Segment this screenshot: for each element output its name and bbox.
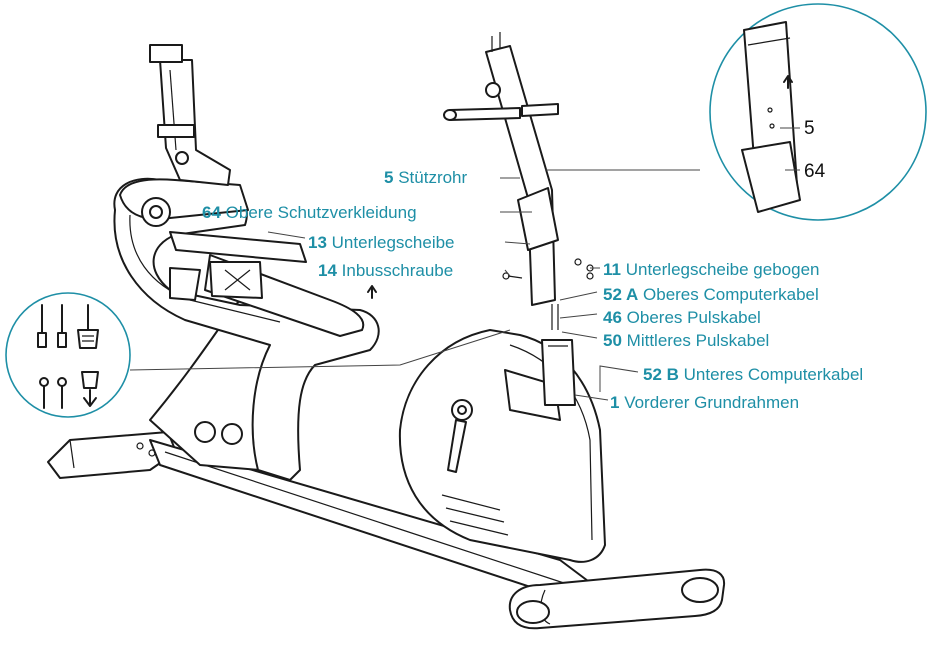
label-13: 13 Unterlegscheibe <box>308 233 455 252</box>
zoom-label-5: 5 <box>804 118 815 139</box>
bike-drawing <box>47 32 726 630</box>
label-64: 64 Obere Schutzverkleidung <box>202 203 417 222</box>
part-labels: 5 Stützrohr 64 Obere Schutzverkleidung 1… <box>202 168 863 412</box>
label-52a: 52 A Oberes Computerkabel <box>603 285 819 304</box>
label-14: 14 Inbusschraube <box>318 261 453 280</box>
leader-lines <box>129 169 700 401</box>
detail-zoom-cables <box>5 292 131 418</box>
label-46: 46 Oberes Pulskabel <box>603 308 761 327</box>
zoom-label-64: 64 <box>804 161 826 182</box>
label-5: 5 Stützrohr <box>384 168 468 187</box>
label-11: 11 Unterlegscheibe gebogen <box>603 260 819 279</box>
label-1: 1 Vorderer Grundrahmen <box>610 393 799 412</box>
label-50: 50 Mittleres Pulskabel <box>603 331 769 350</box>
detail-zoom-tube: 5 64 <box>709 3 927 221</box>
label-52b: 52 B Unteres Computerkabel <box>643 365 863 384</box>
